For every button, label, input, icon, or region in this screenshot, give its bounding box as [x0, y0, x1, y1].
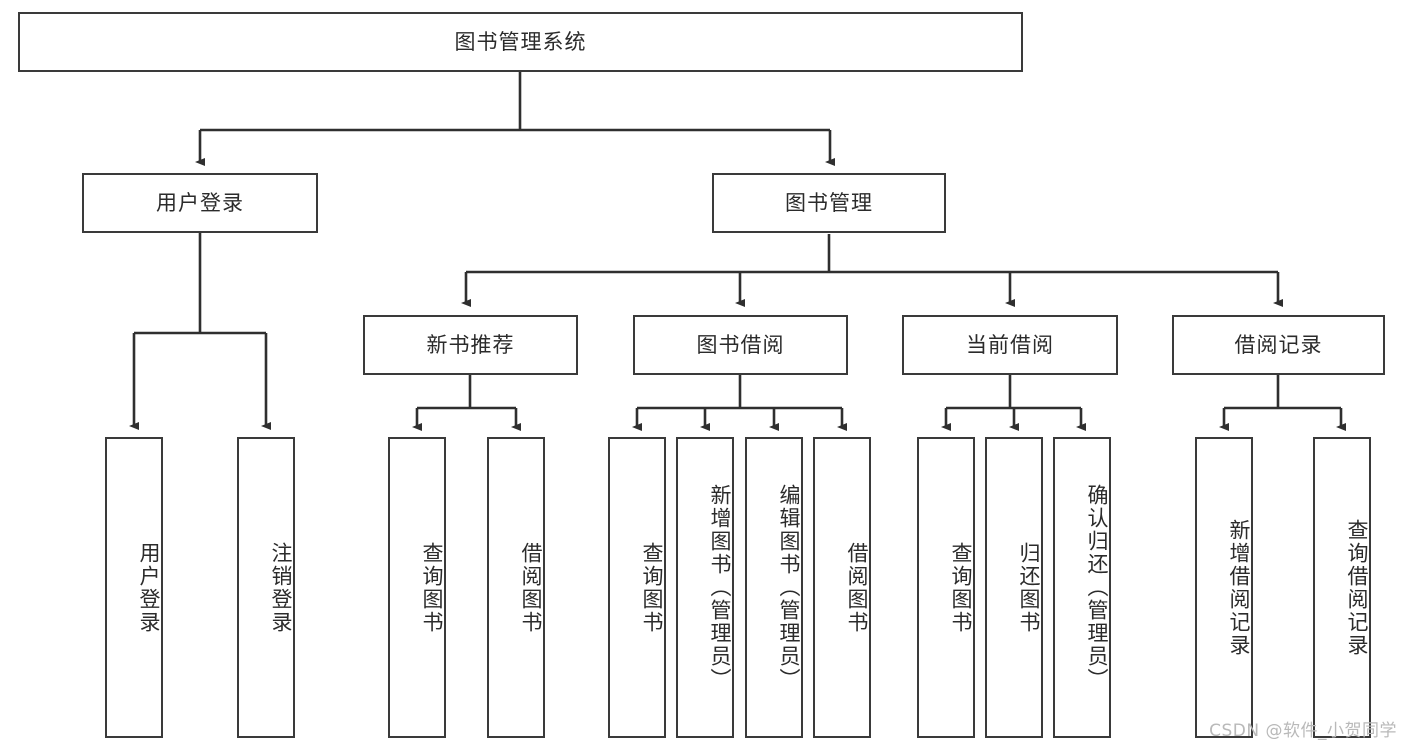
node-leaf-edit-book-label: 编辑图书（管理员）: [777, 484, 801, 691]
node-leaf-borrow-book-2-label: 借阅图书: [845, 541, 869, 634]
node-leaf-query-book-3[interactable]: 查询图书: [917, 437, 975, 738]
node-leaf-borrow-book-2[interactable]: 借阅图书: [813, 437, 871, 738]
node-leaf-query-book-2[interactable]: 查询图书: [608, 437, 666, 738]
node-leaf-query-book-3-label: 查询图书: [949, 541, 973, 634]
node-current-borrow-label: 当前借阅: [966, 332, 1054, 357]
node-leaf-return-book[interactable]: 归还图书: [985, 437, 1043, 738]
node-root[interactable]: 图书管理系统: [18, 12, 1023, 72]
node-leaf-confirm-return[interactable]: 确认归还（管理员）: [1053, 437, 1111, 738]
node-leaf-return-book-label: 归还图书: [1017, 541, 1041, 634]
node-leaf-query-record-label: 查询借阅记录: [1345, 518, 1369, 657]
node-leaf-add-book[interactable]: 新增图书（管理员）: [676, 437, 734, 738]
node-leaf-edit-book[interactable]: 编辑图书（管理员）: [745, 437, 803, 738]
node-book-borrow[interactable]: 图书借阅: [633, 315, 848, 375]
node-book-borrow-label: 图书借阅: [696, 332, 785, 357]
node-root-label: 图书管理系统: [454, 29, 587, 54]
node-leaf-confirm-return-label: 确认归还（管理员）: [1085, 484, 1109, 691]
node-leaf-user-logout[interactable]: 注销登录: [237, 437, 295, 738]
node-book-manage[interactable]: 图书管理: [712, 173, 946, 233]
node-leaf-borrow-book-1[interactable]: 借阅图书: [487, 437, 545, 738]
node-current-borrow[interactable]: 当前借阅: [902, 315, 1118, 375]
node-leaf-query-record[interactable]: 查询借阅记录: [1313, 437, 1371, 738]
csdn-watermark: CSDN @软件_小贺同学: [1209, 721, 1397, 741]
node-leaf-query-book-1-label: 查询图书: [420, 541, 444, 634]
node-leaf-query-book-2-label: 查询图书: [640, 541, 664, 634]
node-leaf-user-login[interactable]: 用户登录: [105, 437, 163, 738]
node-new-book-recommend[interactable]: 新书推荐: [363, 315, 578, 375]
node-leaf-add-record[interactable]: 新增借阅记录: [1195, 437, 1253, 738]
node-leaf-query-book-1[interactable]: 查询图书: [388, 437, 446, 738]
node-borrow-record-label: 借阅记录: [1234, 332, 1323, 357]
node-leaf-add-record-label: 新增借阅记录: [1227, 518, 1251, 657]
node-leaf-borrow-book-1-label: 借阅图书: [519, 541, 543, 634]
node-leaf-user-logout-label: 注销登录: [269, 541, 293, 634]
node-leaf-add-book-label: 新增图书（管理员）: [708, 484, 732, 691]
node-user-login[interactable]: 用户登录: [82, 173, 318, 233]
node-leaf-user-login-label: 用户登录: [137, 541, 161, 634]
node-borrow-record[interactable]: 借阅记录: [1172, 315, 1385, 375]
node-user-login-label: 用户登录: [156, 190, 244, 215]
node-book-manage-label: 图书管理: [785, 190, 873, 215]
node-new-book-recommend-label: 新书推荐: [426, 332, 515, 357]
